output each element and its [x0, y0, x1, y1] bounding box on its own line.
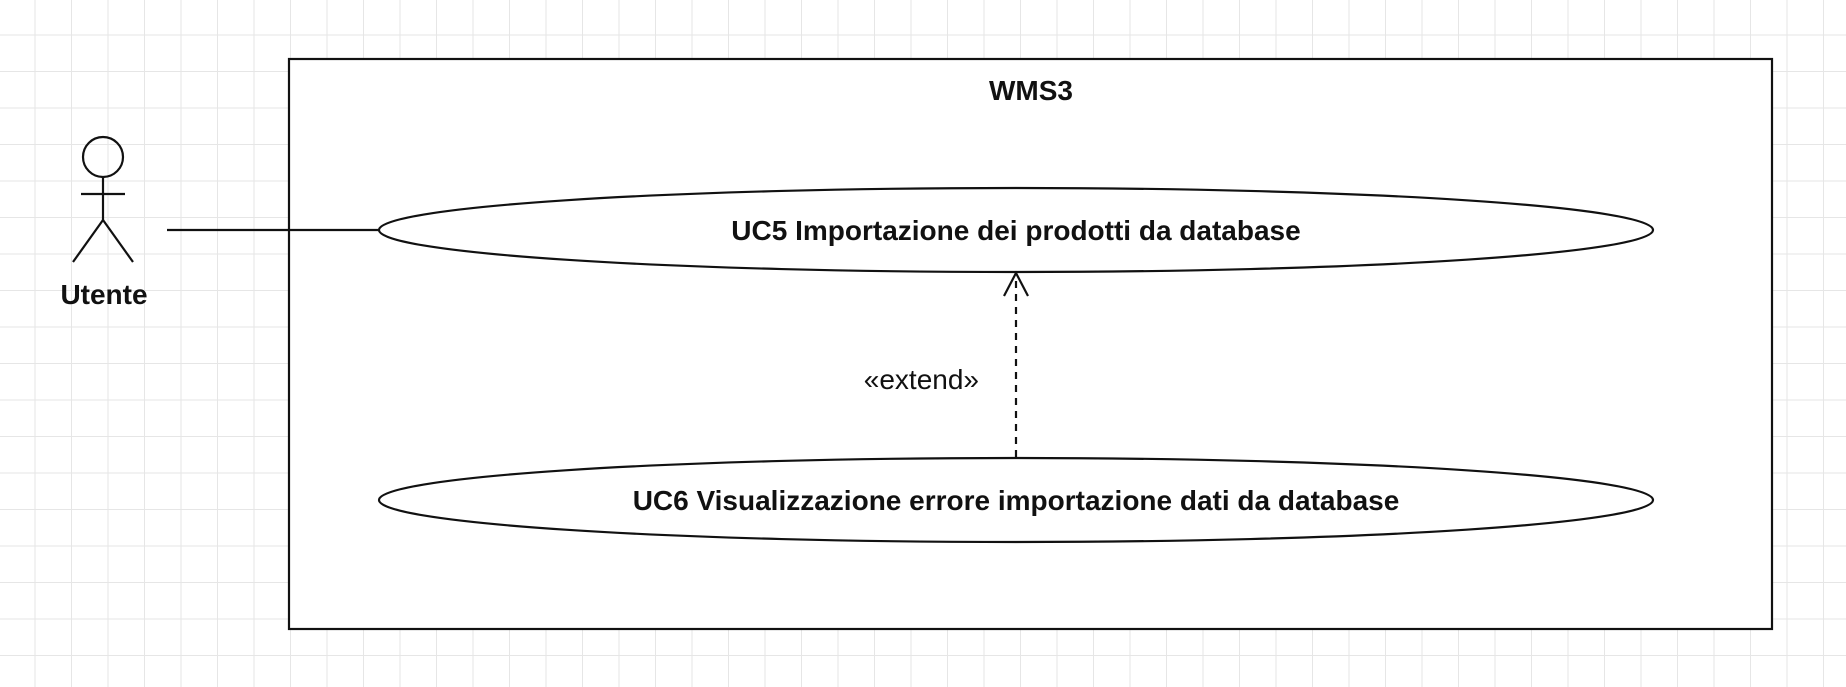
use-case-uc6 [377, 456, 1655, 544]
actor-left-leg [72, 219, 104, 263]
use-case-uc6-label: UC6 Visualizzazione errore importazione … [633, 485, 1400, 516]
actor-figure [72, 135, 134, 263]
system-boundary [287, 57, 1774, 631]
extend-arrowhead [1003, 270, 1029, 297]
system-title: WMS3 [989, 75, 1073, 106]
actor-label: Utente [60, 279, 147, 310]
actor-head [81, 135, 125, 179]
extend-label: «extend» [864, 364, 979, 395]
actor-right-leg [102, 219, 134, 263]
use-case-uc5-label: UC5 Importazione dei prodotti da databas… [731, 215, 1300, 246]
